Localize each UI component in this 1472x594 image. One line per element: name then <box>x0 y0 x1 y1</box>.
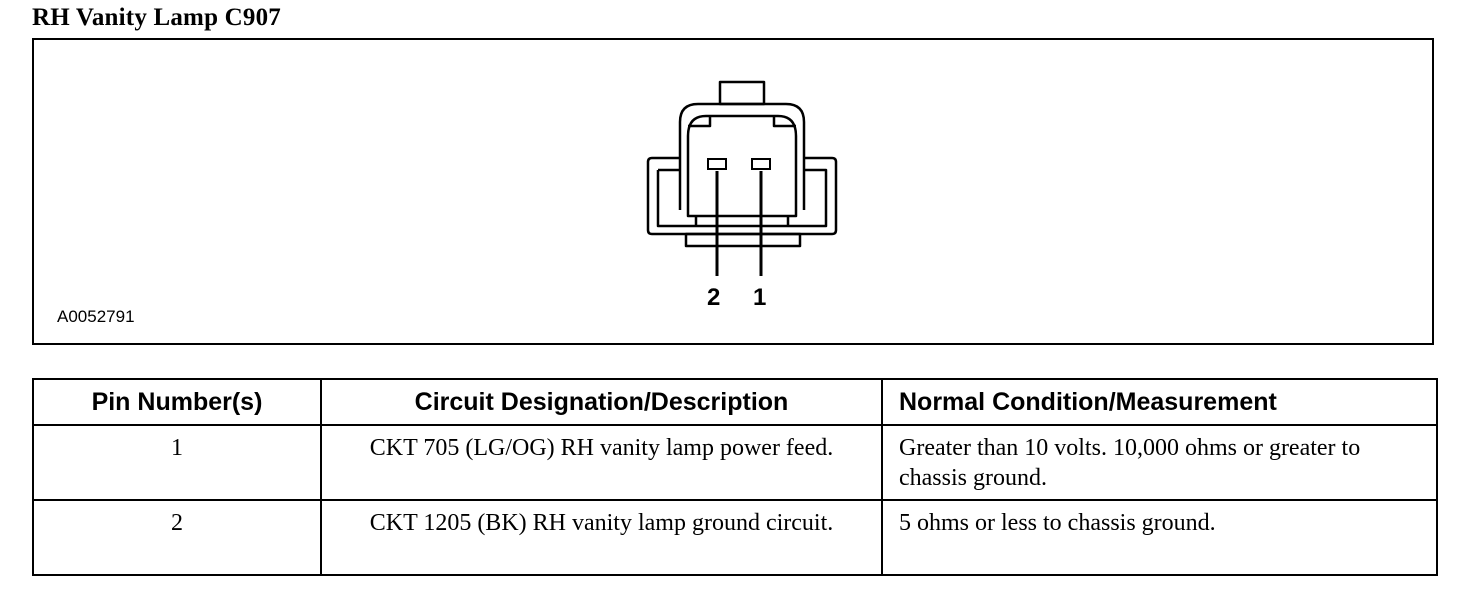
connector-housing-outer <box>678 102 806 210</box>
table-row: 1 CKT 705 (LG/OG) RH vanity lamp power f… <box>32 424 1438 501</box>
cell-circuit: CKT 705 (LG/OG) RH vanity lamp power fee… <box>320 424 883 501</box>
cell-circuit: CKT 1205 (BK) RH vanity lamp ground circ… <box>320 499 883 576</box>
pin-2-label: 2 <box>707 284 721 311</box>
pin-table: Pin Number(s) Circuit Designation/Descri… <box>32 378 1438 576</box>
header-condition: Normal Condition/Measurement <box>881 378 1438 426</box>
pin-1-terminal <box>751 158 771 170</box>
pin-2-terminal <box>707 158 727 170</box>
connector-diagram <box>646 80 838 276</box>
connector-latch <box>718 80 766 106</box>
header-circuit: Circuit Designation/Description <box>320 378 883 426</box>
connector-cavity <box>686 114 798 218</box>
cell-condition: 5 ohms or less to chassis ground. <box>881 499 1438 576</box>
connector-flange-inner <box>656 168 828 228</box>
page-title: RH Vanity Lamp C907 <box>32 4 281 31</box>
figure-id: A0052791 <box>57 307 135 326</box>
pin-1-label: 1 <box>753 284 767 311</box>
header-pin-number: Pin Number(s) <box>32 378 322 426</box>
connector-skirt <box>684 232 802 248</box>
cell-pin: 2 <box>32 499 322 576</box>
connector-figure: 2 1 A0052791 <box>32 38 1434 345</box>
table-header-row: Pin Number(s) Circuit Designation/Descri… <box>32 378 1438 426</box>
table-row: 2 CKT 1205 (BK) RH vanity lamp ground ci… <box>32 499 1438 576</box>
cell-condition: Greater than 10 volts. 10,000 ohms or gr… <box>881 424 1438 501</box>
cell-pin: 1 <box>32 424 322 501</box>
